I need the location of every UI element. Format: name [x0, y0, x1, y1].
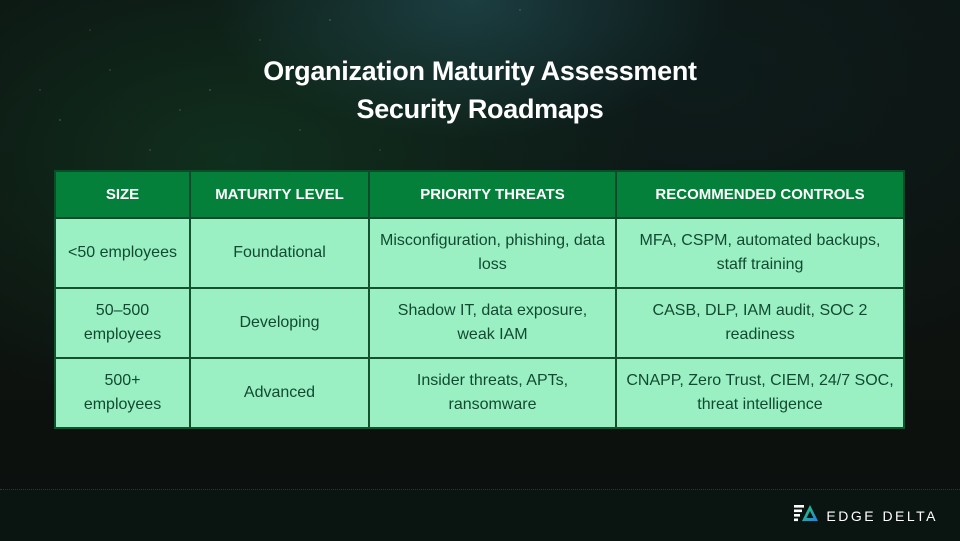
cell-maturity: Foundational — [189, 217, 370, 289]
slide-title: Organization Maturity Assessment Securit… — [0, 52, 960, 128]
cell-size: 50–500 employees — [54, 287, 191, 359]
cell-size: <50 employees — [54, 217, 191, 289]
cell-size: 500+ employees — [54, 357, 191, 429]
title-line-2: Security Roadmaps — [356, 94, 604, 124]
table-row: 500+ employees Advanced Insider threats,… — [54, 357, 905, 429]
table-header-row: SIZE MATURITY LEVEL PRIORITY THREATS REC… — [54, 170, 905, 219]
edge-delta-logo-icon — [794, 504, 819, 527]
brand-name: EDGE DELTA — [826, 507, 938, 524]
header-priority-threats: PRIORITY THREATS — [368, 170, 617, 219]
header-maturity-level: MATURITY LEVEL — [189, 170, 370, 219]
table-row: <50 employees Foundational Misconfigurat… — [54, 217, 905, 289]
title-line-1: Organization Maturity Assessment — [263, 56, 697, 86]
cell-threats: Misconfiguration, phishing, data loss — [368, 217, 617, 289]
cell-controls: CNAPP, Zero Trust, CIEM, 24/7 SOC, threa… — [615, 357, 905, 429]
maturity-table: SIZE MATURITY LEVEL PRIORITY THREATS REC… — [54, 170, 905, 429]
brand-logo: EDGE DELTA — [794, 504, 938, 527]
cell-threats: Shadow IT, data exposure, weak IAM — [368, 287, 617, 359]
cell-threats: Insider threats, APTs, ransomware — [368, 357, 617, 429]
header-size: SIZE — [54, 170, 191, 219]
header-recommended-controls: RECOMMENDED CONTROLS — [615, 170, 905, 219]
cell-maturity: Developing — [189, 287, 370, 359]
cell-controls: CASB, DLP, IAM audit, SOC 2 readiness — [615, 287, 905, 359]
cell-maturity: Advanced — [189, 357, 370, 429]
cell-controls: MFA, CSPM, automated backups, staff trai… — [615, 217, 905, 289]
table-row: 50–500 employees Developing Shadow IT, d… — [54, 287, 905, 359]
